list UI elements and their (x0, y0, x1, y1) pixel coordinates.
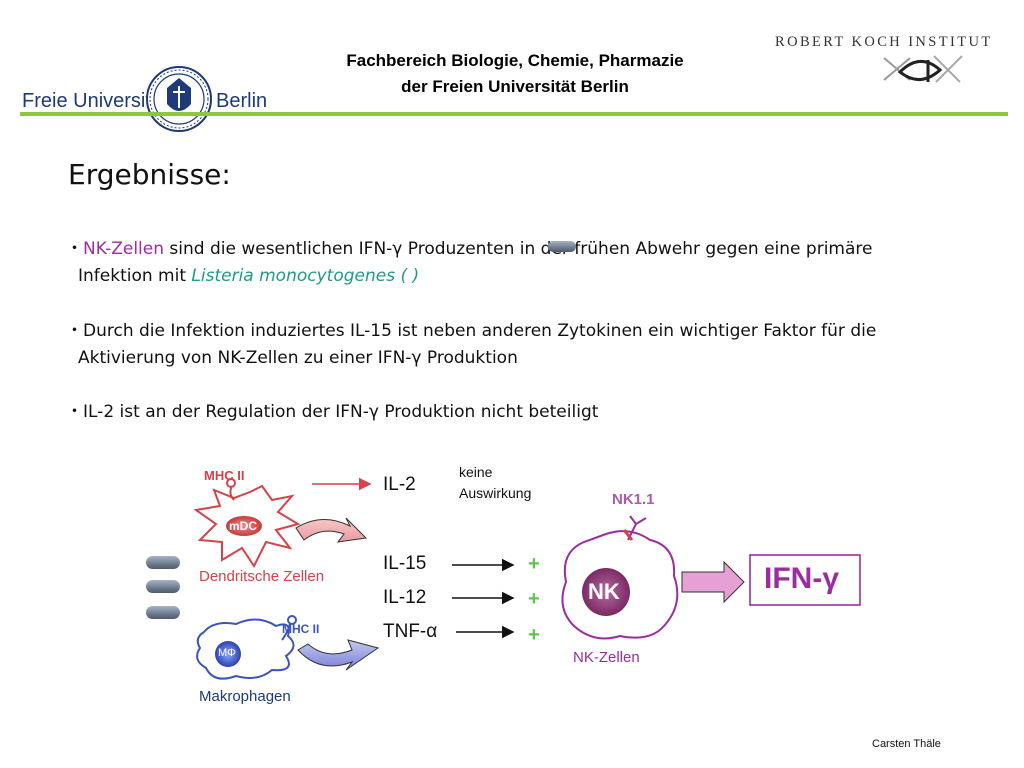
slide-title: Ergebnisse: (68, 158, 231, 191)
bacterium-icon-2 (146, 580, 180, 593)
fu-logo-left-text: Freie Universität (22, 90, 168, 112)
bullet-1-text-2: Infektion mit (78, 266, 192, 286)
bacterium-icon (548, 241, 576, 252)
blue-curved-arrow (297, 639, 380, 671)
bullet-3-line-1: ・IL-2 ist an der Regulation der IFN-γ Pr… (66, 402, 599, 422)
ifn-arrow (681, 560, 745, 604)
bullet-marker: ・ (66, 239, 83, 259)
mdc-label: mDC (229, 519, 258, 533)
mhc-label-bottom: MHC II (282, 622, 320, 636)
plus-sign-2: + (528, 588, 540, 610)
nk-cells-highlight: NK-Zellen (83, 239, 164, 259)
plus-sign-3: + (528, 624, 540, 646)
bullet-1: ・NK-Zellen sind die wesentlichen IFN-γ P… (66, 236, 996, 290)
bullet-1-line-2: Infektion mit Listeria monocytogenes ( ) (66, 263, 996, 290)
rki-name: ROBERT KOCH INSTITUT (775, 34, 993, 50)
macrophage-cell-label: MΦ (218, 647, 236, 659)
no-effect-label-2: Auswirkung (459, 485, 532, 501)
species-name: Listeria monocytogenes (191, 266, 396, 286)
bullet-1-text: sind die wesentlichen IFN-γ Produzenten … (164, 239, 873, 259)
mhc-label-top: MHC II (204, 468, 245, 483)
il15-label: IL-15 (383, 553, 427, 574)
il2-label: IL-2 (383, 474, 416, 495)
author-credit: Carsten Thäle (872, 738, 941, 750)
nk11-label: NK1.1 (612, 491, 655, 508)
plus-sign-1: + (528, 553, 540, 575)
pink-curved-arrow (295, 517, 368, 543)
header-divider (20, 112, 1008, 116)
tnf-alpha-label: TNF-α (383, 621, 438, 642)
bullet-1-line-1: ・NK-Zellen sind die wesentlichen IFN-γ P… (66, 236, 996, 263)
ifn-gamma-label: IFN-γ (764, 562, 839, 595)
macrophage-shape (196, 618, 295, 680)
ifn-box (749, 554, 861, 606)
nk-nucleus-label: NK (588, 579, 620, 604)
bullet-2-line-1: ・Durch die Infektion induziertes IL-15 i… (66, 321, 877, 341)
macrophages-label: Makrophagen (199, 688, 291, 705)
bullet-2: ・Durch die Infektion induziertes IL-15 i… (66, 318, 1006, 372)
bullet-2-line-2: Aktivierung von NK-Zellen zu einer IFN-γ… (78, 348, 518, 368)
no-effect-label-1: keine (459, 464, 493, 480)
bullet-3: ・IL-2 ist an der Regulation der IFN-γ Pr… (66, 399, 1006, 426)
species-paren: ( ) (395, 266, 420, 286)
department-line-2: der Freien Universität Berlin (401, 77, 629, 96)
fu-logo-right-text: Berlin (216, 90, 268, 112)
rki-logo-icon (883, 55, 963, 83)
department-line-1: Fachbereich Biologie, Chemie, Pharmazie (346, 51, 684, 70)
dendritic-cells-label: Dendritsche Zellen (199, 568, 325, 585)
department-heading: Fachbereich Biologie, Chemie, Pharmazie … (300, 48, 730, 100)
bacterium-icon-1 (146, 556, 180, 569)
bacterium-icon-3 (146, 606, 180, 619)
il12-label: IL-12 (383, 587, 427, 608)
nk-cells-label: NK-Zellen (573, 649, 640, 666)
